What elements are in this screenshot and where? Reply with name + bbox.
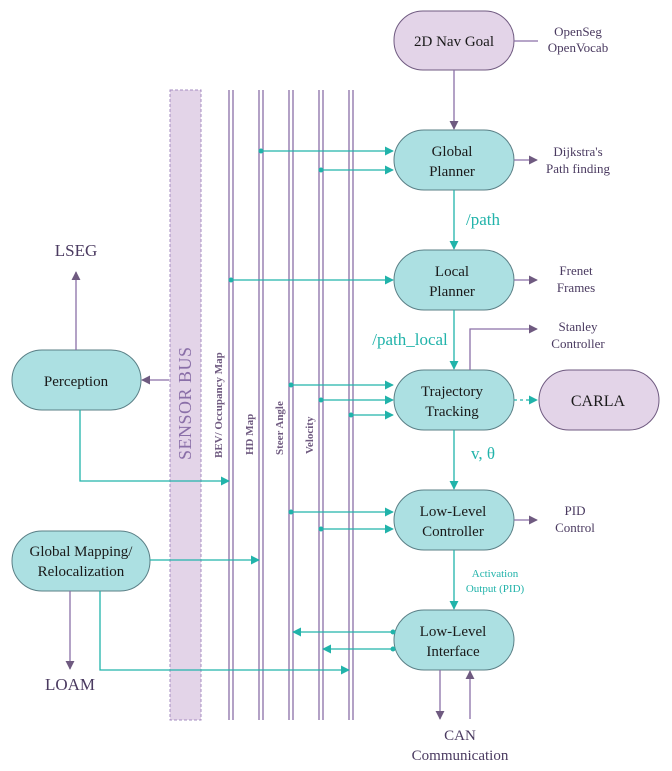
dijkstra-label-1: Dijkstra's	[553, 144, 602, 159]
openseg-label-2: OpenVocab	[548, 40, 608, 55]
stanley-label-2: Controller	[551, 336, 605, 351]
low-level-interface-label-1: Low-Level	[420, 624, 487, 640]
bus-connection-arrows	[228, 146, 396, 654]
loam-label: LOAM	[45, 675, 95, 694]
perception-label: Perception	[44, 374, 109, 390]
node-global-planner: Global Planner	[393, 129, 515, 191]
pid-label-1: PID	[565, 503, 586, 518]
left-side-arrows	[65, 271, 350, 675]
bus-line-bev	[228, 90, 234, 720]
trajectory-tracking-label-1: Trajectory	[421, 384, 483, 400]
activation-label-1: Activation	[472, 568, 519, 580]
nav-goal-label: 2D Nav Goal	[414, 34, 494, 50]
can-label-2: Communication	[412, 748, 509, 764]
arrow-mapping-bus	[99, 591, 350, 675]
trajectory-tracking-label-2: Tracking	[425, 404, 479, 420]
bus-line-label-hd-map: HD Map	[244, 414, 256, 455]
node-trajectory-tracking: Trajectory Tracking	[393, 369, 515, 431]
side-labels: OpenSeg OpenVocab Dijkstra's Path findin…	[45, 24, 610, 764]
can-label-1: CAN	[444, 728, 476, 744]
edge-labels: /path /path_local v, θ Activation Output…	[372, 210, 524, 595]
node-local-planner: Local Planner	[393, 249, 515, 311]
right-side-arrows	[435, 40, 538, 720]
arrow-tracking-stanley	[469, 324, 538, 370]
arrow-perception-bev	[79, 410, 230, 486]
bus-line-steer-angle	[288, 90, 294, 720]
bus-line-label-bev: BEV/ Occupancy Map	[213, 352, 225, 458]
activation-label-2: Output (PID)	[466, 583, 525, 595]
frenet-label-2: Frames	[557, 280, 595, 295]
node-global-mapping: Global Mapping/ Relocalization	[11, 530, 151, 592]
lseg-label: LSEG	[55, 241, 98, 260]
sensor-bus: SENSOR BUS	[169, 89, 202, 721]
global-planner-label-2: Planner	[429, 164, 475, 180]
sensor-bus-label: SENSOR BUS	[175, 346, 195, 460]
frenet-label-1: Frenet	[559, 263, 593, 278]
low-level-controller-label-1: Low-Level	[420, 504, 487, 520]
global-mapping-label-1: Global Mapping/	[30, 544, 134, 560]
dijkstra-label-2: Path finding	[546, 161, 610, 176]
bus-lines: BEV/ Occupancy Map HD Map Steer Angle Ve…	[213, 90, 354, 720]
node-nav-goal: 2D Nav Goal	[393, 10, 515, 71]
local-planner-label-1: Local	[435, 264, 469, 280]
local-planner-label-2: Planner	[429, 284, 475, 300]
global-planner-label-1: Global	[432, 144, 473, 160]
bus-line-label-velocity: Velocity	[304, 416, 316, 454]
node-low-level-interface: Low-Level Interface	[393, 609, 515, 671]
node-low-level-controller: Low-Level Controller	[393, 489, 515, 551]
openseg-label-1: OpenSeg	[554, 24, 602, 39]
bus-line-velocity	[318, 90, 324, 720]
global-mapping-label-2: Relocalization	[38, 564, 125, 580]
stanley-label-1: Stanley	[559, 319, 598, 334]
low-level-interface-label-2: Interface	[426, 644, 480, 660]
low-level-controller-label-2: Controller	[422, 524, 484, 540]
carla-label: CARLA	[571, 393, 626, 410]
v-theta-label: v, θ	[471, 444, 495, 463]
bus-line-hd-map	[258, 90, 264, 720]
node-carla: CARLA	[538, 369, 660, 431]
bus-line-extra	[348, 90, 354, 720]
path-label: /path	[466, 210, 500, 229]
bus-line-label-steer-angle: Steer Angle	[274, 401, 286, 455]
path-local-label: /path_local	[372, 330, 448, 349]
pid-label-2: Control	[555, 520, 595, 535]
node-perception: Perception	[11, 349, 142, 411]
